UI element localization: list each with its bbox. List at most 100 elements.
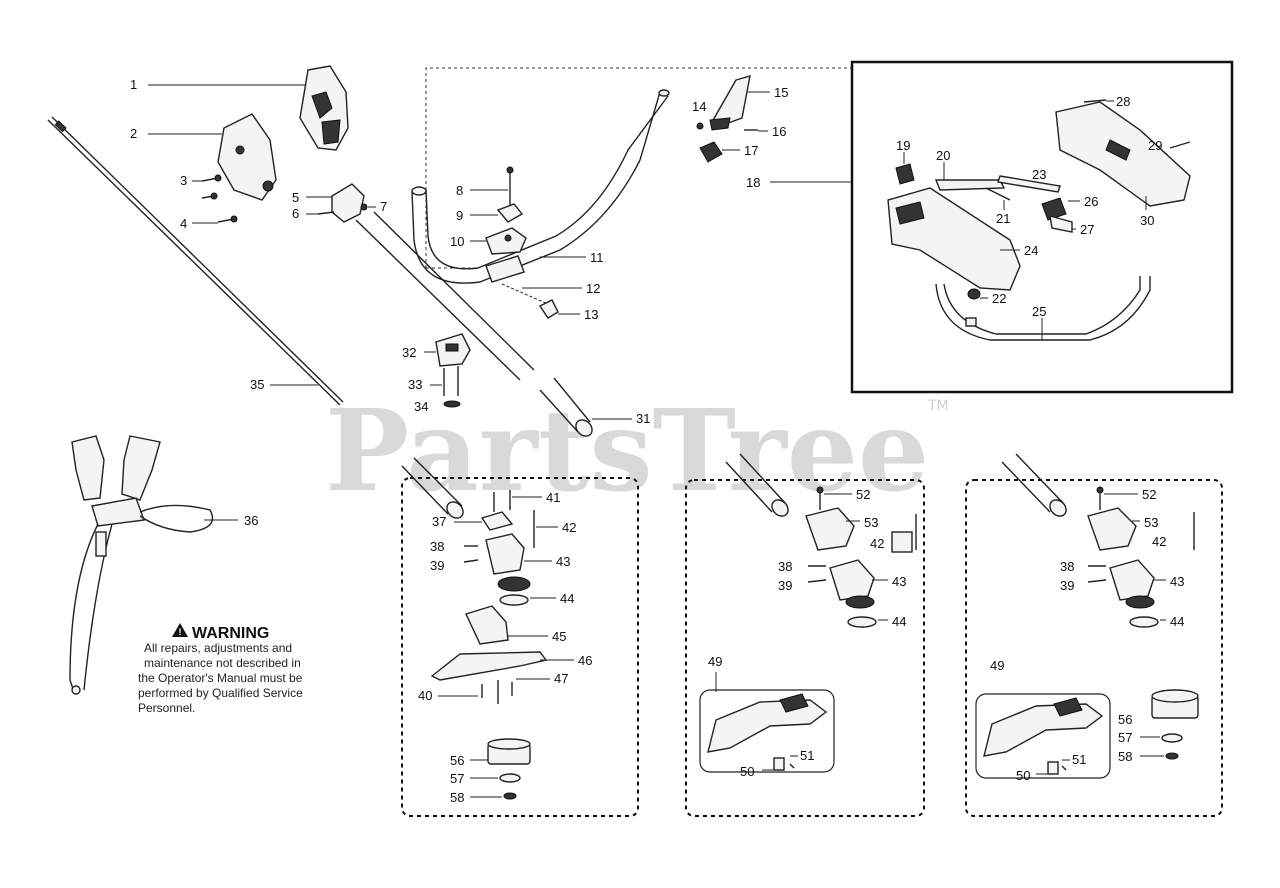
- inset-throttle-assembly: [850, 60, 1234, 394]
- label-6: 6: [292, 206, 299, 221]
- box-b-guard-49[interactable]: [699, 689, 835, 773]
- label-9: 9: [456, 208, 463, 223]
- label-12: 12: [586, 281, 600, 296]
- label-box-b-39: 39: [778, 578, 792, 593]
- warning-block: ! WARNING All repairs, adjustments and m…: [138, 623, 303, 715]
- part-21-spring[interactable]: [985, 187, 1011, 201]
- box-c-bolt-52[interactable]: [1096, 486, 1104, 510]
- label-box-a-56: 56: [450, 753, 464, 768]
- label-box-c-39: 39: [1060, 578, 1074, 593]
- box-b-gearhead-43[interactable]: [829, 559, 875, 609]
- box-b-key-42[interactable]: [891, 531, 913, 553]
- label-16: 16: [772, 124, 786, 139]
- part-8-bolt[interactable]: [506, 166, 514, 210]
- label-24: 24: [1024, 243, 1038, 258]
- label-32: 32: [402, 345, 416, 360]
- box-c-clamp-53[interactable]: [1087, 507, 1137, 551]
- part-12-clamp[interactable]: [485, 255, 525, 283]
- box-c-washer-57[interactable]: [1161, 733, 1183, 743]
- box-b-screw-39[interactable]: [807, 579, 827, 583]
- box-b-bolt-52[interactable]: [816, 486, 824, 510]
- label-box-c-56: 56: [1118, 712, 1132, 727]
- box-a-bolts-41[interactable]: [493, 490, 511, 512]
- label-5: 5: [292, 190, 299, 205]
- part-14-screw[interactable]: [696, 122, 704, 130]
- label-box-c-43: 43: [1170, 574, 1184, 589]
- box-b-screws-50-51[interactable]: [773, 757, 795, 771]
- box-c-spool-56[interactable]: [1151, 689, 1199, 719]
- label-box-c-49: 49: [990, 658, 1004, 673]
- box-a-screws-40-47[interactable]: [481, 680, 513, 704]
- box-c-screws-50-51[interactable]: [1047, 761, 1067, 775]
- label-10: 10: [450, 234, 464, 249]
- part-15-grip[interactable]: [709, 75, 751, 131]
- part-4-screw[interactable]: [217, 215, 238, 223]
- label-13: 13: [584, 307, 598, 322]
- part-20-lever[interactable]: [934, 179, 1006, 191]
- label-20: 20: [936, 148, 950, 163]
- part-17-clip[interactable]: [699, 141, 723, 163]
- box-a-washer-57[interactable]: [499, 773, 521, 783]
- box-a-washer-44[interactable]: [499, 594, 529, 606]
- label-2: 2: [130, 126, 137, 141]
- part-23-link[interactable]: [997, 175, 1061, 193]
- label-box-a-57: 57: [450, 771, 464, 786]
- label-box-c-50: 50: [1016, 768, 1030, 783]
- box-a-gearhead-43[interactable]: [485, 533, 531, 592]
- label-15: 15: [774, 85, 788, 100]
- box-b-tube[interactable]: [725, 453, 791, 519]
- part-35-drive-shaft[interactable]: [47, 116, 344, 406]
- label-box-c-53: 53: [1144, 515, 1158, 530]
- label-23: 23: [1032, 167, 1046, 182]
- box-c-screw-39[interactable]: [1087, 579, 1107, 583]
- part-34-nut[interactable]: [443, 400, 461, 408]
- box-c-washer-44[interactable]: [1129, 616, 1159, 628]
- box-c-nut-58[interactable]: [1165, 752, 1179, 760]
- part-13-nut[interactable]: [538, 299, 559, 319]
- warning-title: WARNING: [192, 625, 269, 642]
- warning-line-4: performed by Qualified Service: [138, 686, 303, 700]
- part-5-clamp[interactable]: [331, 183, 365, 223]
- box-a-nut-58[interactable]: [503, 792, 517, 800]
- label-14: 14: [692, 99, 706, 114]
- part-33-bolts[interactable]: [443, 366, 459, 396]
- label-box-c-57: 57: [1118, 730, 1132, 745]
- box-c-tube[interactable]: [1001, 453, 1069, 519]
- box-c-guard-49[interactable]: [975, 693, 1111, 779]
- part-30-housing[interactable]: [1055, 101, 1191, 207]
- label-box-b-44: 44: [892, 614, 906, 629]
- label-1: 1: [130, 77, 137, 92]
- box-a-bracket-45[interactable]: [465, 605, 509, 645]
- box-a-guard-46[interactable]: [430, 651, 548, 681]
- label-3: 3: [180, 173, 187, 188]
- box-a-tube[interactable]: [401, 457, 466, 521]
- part-27-lockout[interactable]: [1049, 215, 1073, 233]
- box-b-clamp-53[interactable]: [805, 507, 855, 551]
- part-24-handle-body[interactable]: [887, 187, 1021, 291]
- part-19-switch[interactable]: [895, 163, 915, 185]
- label-box-a-45: 45: [552, 629, 566, 644]
- part-11-loop-handle[interactable]: [411, 89, 670, 284]
- part-3-screws[interactable]: [201, 174, 222, 200]
- part-10-handle-block[interactable]: [485, 227, 527, 255]
- part-7-nut[interactable]: [360, 203, 368, 211]
- box-c-gearhead-43[interactable]: [1109, 559, 1155, 609]
- box-a-screw-39[interactable]: [463, 559, 479, 563]
- label-box-b-53: 53: [864, 515, 878, 530]
- part-32-handle-clamp[interactable]: [435, 333, 471, 367]
- box-a-spool-56[interactable]: [487, 738, 531, 765]
- part-31-tube[interactable]: [355, 211, 595, 439]
- box-b-washer-44[interactable]: [847, 616, 877, 628]
- part-1-cover[interactable]: [299, 65, 349, 151]
- label-box-a-39: 39: [430, 558, 444, 573]
- part-26-trigger[interactable]: [1041, 197, 1067, 221]
- part-2-cover[interactable]: [217, 113, 277, 201]
- part-25-wire-harness[interactable]: [935, 276, 1151, 341]
- label-33: 33: [408, 377, 422, 392]
- part-22-plug[interactable]: [967, 288, 981, 300]
- label-box-c-58: 58: [1118, 749, 1132, 764]
- box-a-clamp-37[interactable]: [480, 511, 514, 531]
- part-9-nut[interactable]: [496, 203, 524, 223]
- label-30: 30: [1140, 213, 1154, 228]
- part-36-harness[interactable]: [69, 435, 214, 695]
